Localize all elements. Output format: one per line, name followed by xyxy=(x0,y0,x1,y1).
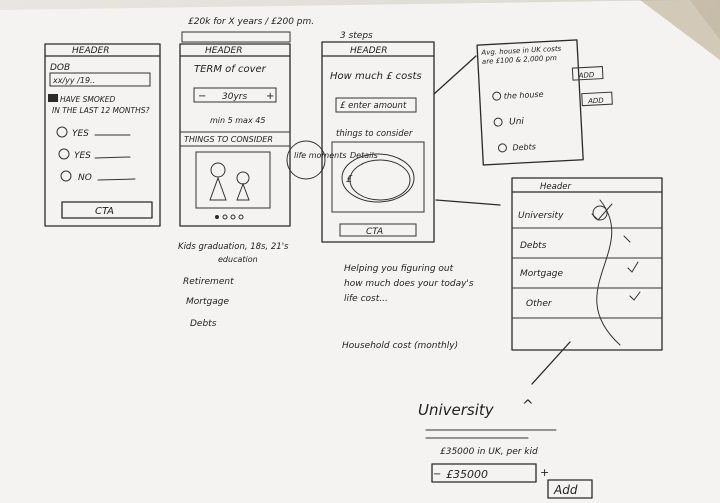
wireframe-2-top-bar xyxy=(181,31,291,43)
details-box xyxy=(331,141,425,213)
add-button-2[interactable] xyxy=(581,91,613,107)
cta-button-3[interactable] xyxy=(339,223,417,237)
dob-value: xx/yy /19.. xyxy=(52,76,95,85)
wireframe-3-header: HEADER xyxy=(350,46,387,56)
wireframe-3-frame xyxy=(321,41,435,243)
arrow-to-detail xyxy=(531,341,571,385)
term-value: 30yrs xyxy=(222,92,247,102)
wireframe-2-header: HEADER xyxy=(205,46,242,56)
family-illustration xyxy=(195,151,271,209)
wireframe-3-label: 3 steps xyxy=(340,31,373,41)
row-label-4: Other xyxy=(526,299,553,309)
row-label-2: Debts xyxy=(520,241,547,251)
item-radio-3[interactable] xyxy=(497,143,507,153)
carousel-dot[interactable] xyxy=(222,214,228,220)
amount-input[interactable] xyxy=(335,97,417,113)
detail-cost: £35000 in UK, per kid xyxy=(440,447,538,457)
term-stepper[interactable] xyxy=(193,87,277,103)
wireframe-3: 3 steps HEADER How much £ costs £ enter … xyxy=(321,31,501,351)
row-label-3: Mortgage xyxy=(520,269,563,279)
scroll-scribble xyxy=(596,199,621,346)
currency-symbol: £ xyxy=(346,174,353,185)
option-label-2: YES xyxy=(74,151,91,161)
consider-label: things to consider xyxy=(336,129,413,139)
arrow-to-wireframe-4 xyxy=(433,55,477,95)
bullet-4: Debts xyxy=(190,319,217,329)
carousel-dot[interactable] xyxy=(230,214,236,220)
detail-amount: £35000 xyxy=(446,468,488,481)
item-label-1: the house xyxy=(504,90,544,101)
bullet-1-sub: education xyxy=(218,255,258,264)
wireframe-5-header: Header xyxy=(540,182,571,192)
option-label-3: NO xyxy=(78,173,92,183)
wireframe-2-note: £20k for X years / £200 pm. xyxy=(188,17,314,27)
wireframe-2: £20k for X years / £200 pm. HEADER TERM … xyxy=(178,17,347,329)
detail-panel: University ^ £35000 in UK, per kid − £35… xyxy=(418,398,593,499)
radio-no[interactable] xyxy=(60,170,72,182)
detail-caret[interactable]: ^ xyxy=(522,398,534,414)
wireframe-4-frame xyxy=(476,39,584,166)
wireframe-1: HEADER DOB xx/yy /19.. HAVE SMOKED IN TH… xyxy=(44,43,161,227)
wireframe-1-frame xyxy=(44,43,161,227)
detail-add-label: Add xyxy=(553,483,578,497)
wireframe-5-frame xyxy=(511,177,663,351)
caption-line-1: Helping you figuring out xyxy=(344,264,454,274)
callout-label: life moments xyxy=(294,151,347,160)
radio-yes-1[interactable] xyxy=(56,126,68,138)
term-plus[interactable]: + xyxy=(266,91,274,102)
scribble-mark xyxy=(48,94,58,102)
wireframe-5: Header University Debts Mortgage Other xyxy=(511,177,663,385)
carousel-dot[interactable] xyxy=(238,214,244,220)
things-label: THINGS TO CONSIDER xyxy=(184,135,273,144)
bullet-2: Retirement xyxy=(183,277,234,287)
amount-field-label: £ enter amount xyxy=(340,101,407,111)
carousel-dot-active[interactable] xyxy=(215,215,219,219)
bullet-3: Mortgage xyxy=(186,297,229,307)
check-icon xyxy=(629,291,641,301)
item-radio-2[interactable] xyxy=(493,117,503,127)
arrow-to-wireframe-5 xyxy=(435,199,501,206)
item-label-2: Uni xyxy=(509,117,525,128)
detail-title: University xyxy=(418,401,495,419)
wireframe-4-intro: Avg. house in UK costs are £100 & 2,000 … xyxy=(481,44,562,66)
term-minus[interactable]: − xyxy=(198,91,206,102)
add-label-1: ADD xyxy=(578,71,596,80)
check-icon xyxy=(623,235,631,243)
wireframe-3-title: How much £ costs xyxy=(330,71,422,82)
term-limits: min 5 max 45 xyxy=(210,116,265,125)
check-icon xyxy=(627,261,639,273)
caption-line-2: how much does your today's xyxy=(344,279,474,289)
caption-line-3: life cost... xyxy=(344,294,388,304)
callout-circle xyxy=(286,140,326,180)
things-bar xyxy=(179,131,291,147)
item-radio-1[interactable] xyxy=(492,91,502,101)
cta-label-3: CTA xyxy=(366,227,383,237)
scribble-circle xyxy=(341,153,415,203)
add-button-1[interactable] xyxy=(571,66,604,81)
item-label-3: Debts xyxy=(512,142,536,152)
bullet-1: Kids graduation, 18s, 21's xyxy=(178,242,289,252)
row-label-1: University xyxy=(518,211,564,221)
wireframe-1-header: HEADER xyxy=(72,46,109,56)
add-label-2: ADD xyxy=(587,97,605,106)
option-label-1: YES xyxy=(72,129,89,139)
cta-button-1[interactable] xyxy=(61,201,153,219)
cta-label-1: CTA xyxy=(95,206,114,217)
question-line-2: IN THE LAST 12 MONTHS? xyxy=(52,106,149,115)
dob-input[interactable] xyxy=(49,72,151,87)
detail-add-button[interactable] xyxy=(547,479,593,499)
wireframe-4: Avg. house in UK costs are £100 & 2,000 … xyxy=(476,39,613,166)
household-bullet: Household cost (monthly) xyxy=(342,341,458,351)
detail-plus[interactable]: + xyxy=(540,466,549,479)
term-label: TERM of cover xyxy=(194,64,267,75)
radio-yes-2[interactable] xyxy=(58,148,70,160)
question-line-1: HAVE SMOKED xyxy=(60,95,115,104)
detail-minus[interactable]: − xyxy=(433,469,441,480)
dob-label: DOB xyxy=(50,63,70,73)
wooden-desk-corner xyxy=(640,0,720,60)
detail-amount-stepper[interactable] xyxy=(431,463,537,483)
